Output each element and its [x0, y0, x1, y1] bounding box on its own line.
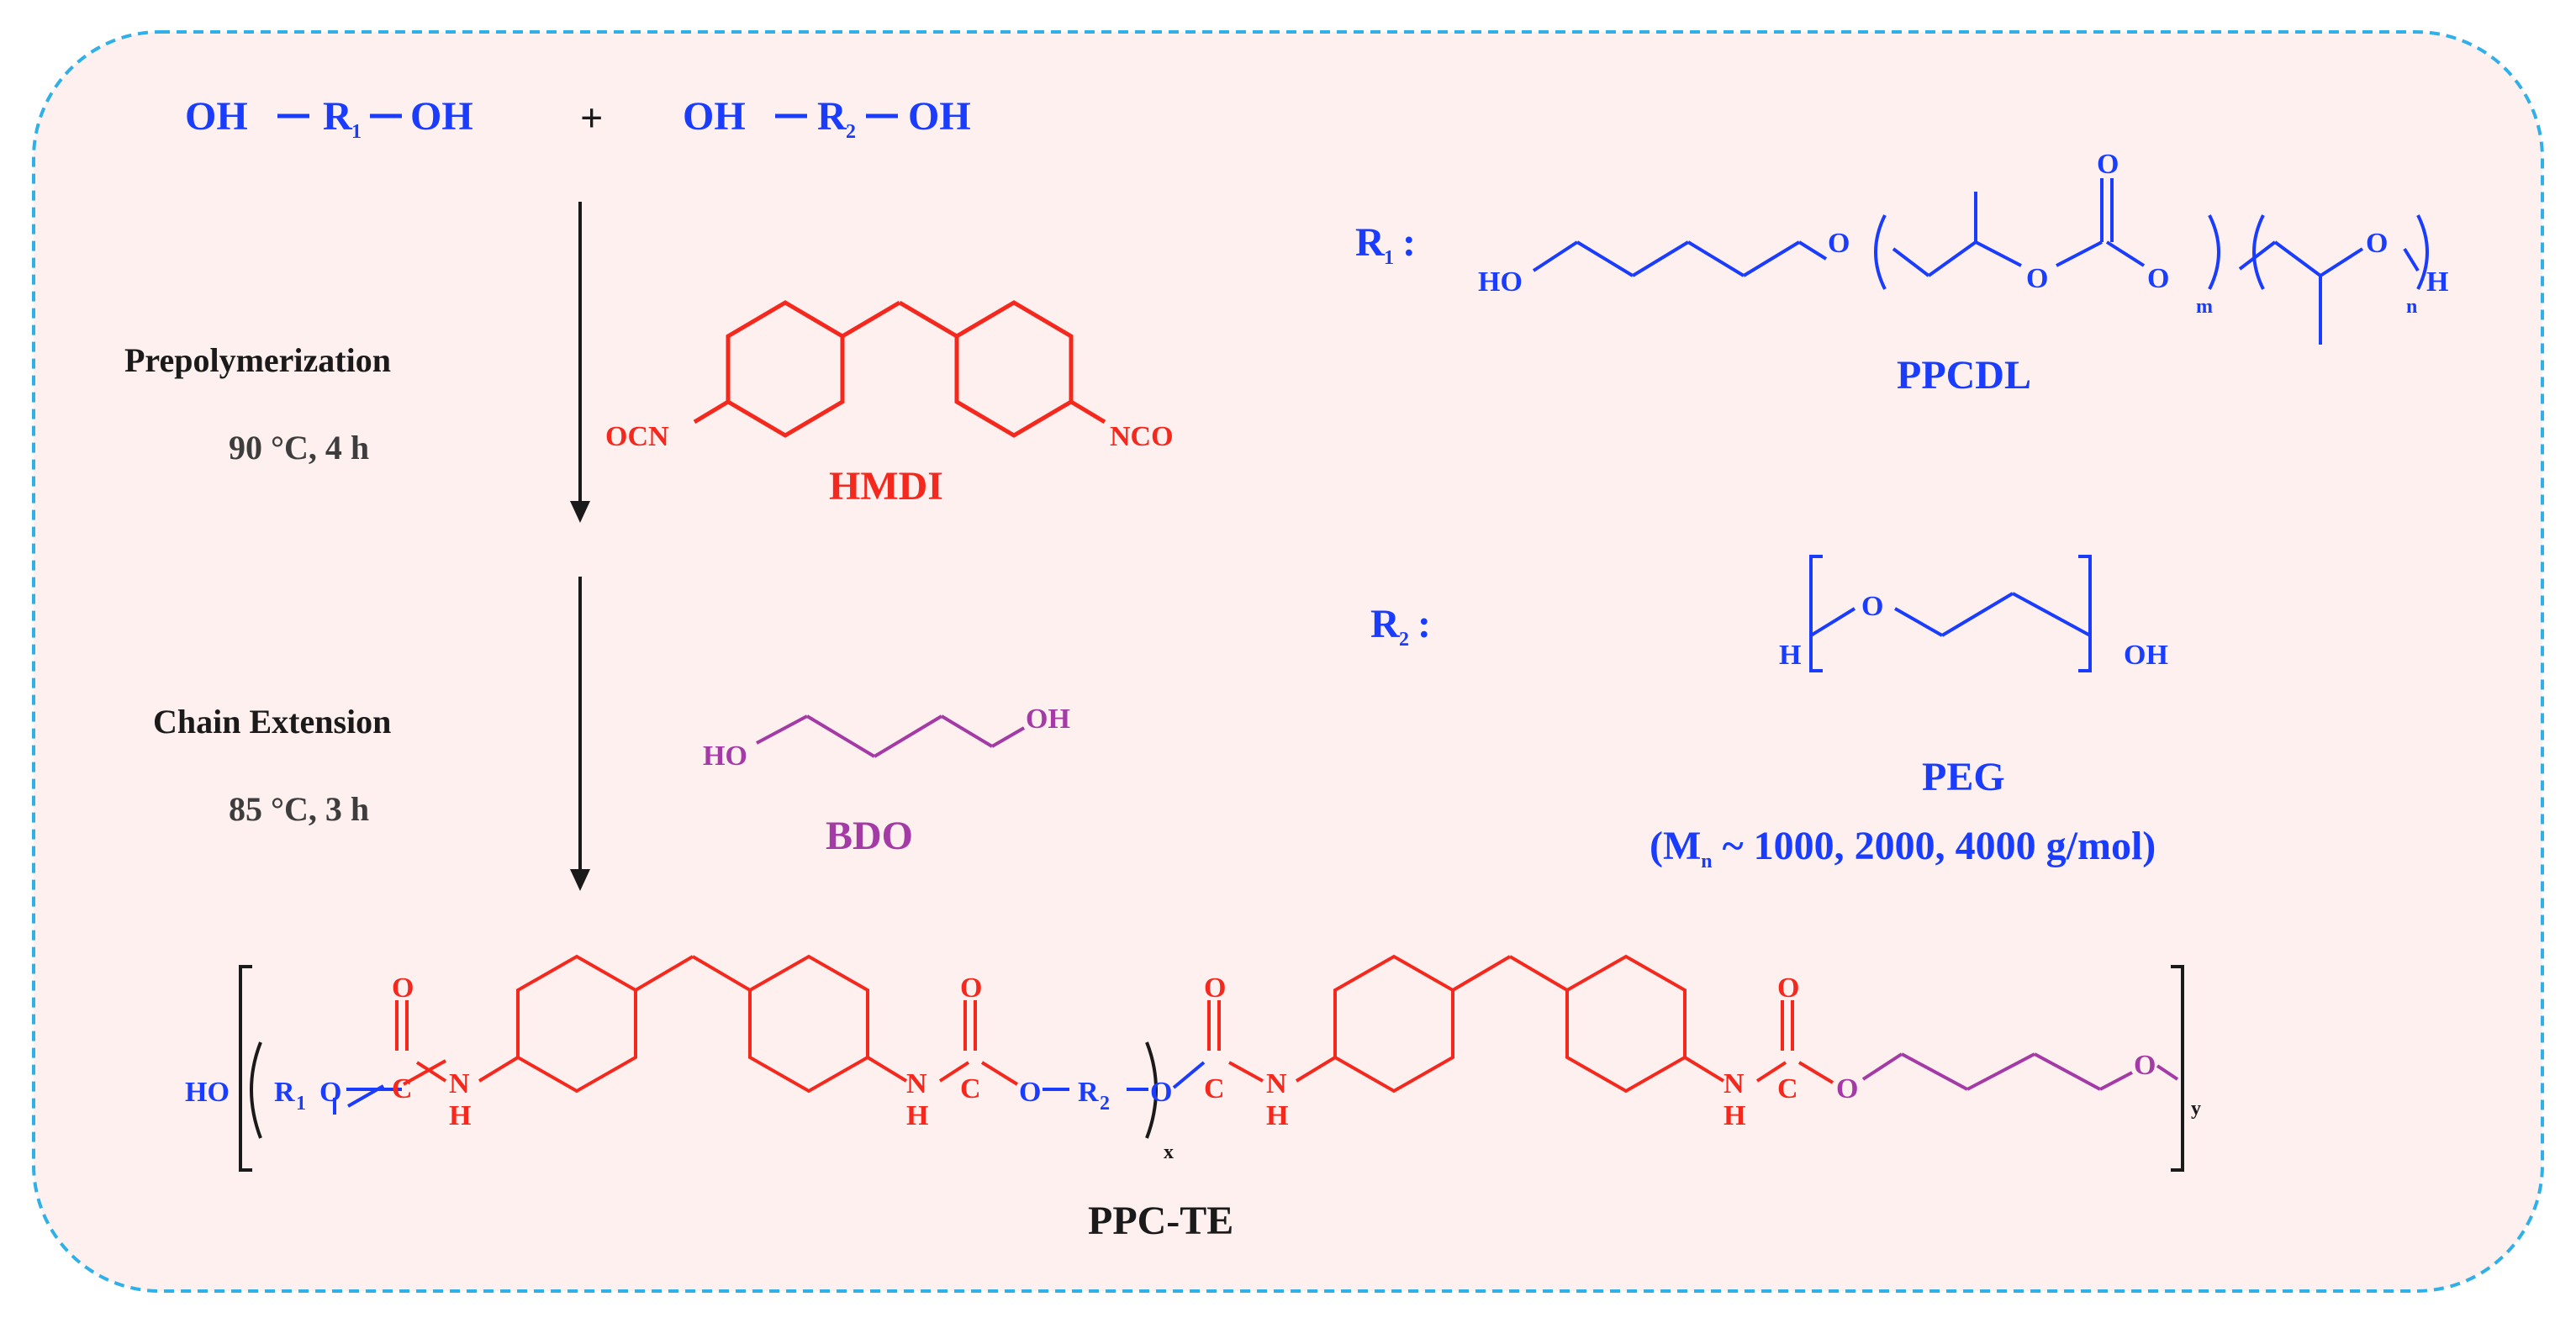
- ppcte-o-carbonyl-3: O: [1204, 972, 1226, 1004]
- ppcdl-n: n: [2406, 296, 2417, 318]
- r1-label-index: 1: [1384, 247, 1394, 269]
- reactant-diol-2: OH R 2 OH: [683, 94, 971, 143]
- ppcdl-o-ether: O: [1828, 228, 1850, 259]
- ppcte-o-1: O: [319, 1077, 341, 1108]
- reactant1-r-index: 1: [351, 121, 362, 143]
- plus-sign: +: [580, 96, 603, 140]
- ppcte-r1: R: [274, 1077, 295, 1108]
- r1-colon: :: [1402, 220, 1416, 265]
- ppcdl-o-carbonate-2: O: [2147, 263, 2169, 294]
- ppcte-o-bdo-1: O: [1836, 1073, 1858, 1104]
- bdo-oh: OH: [1026, 704, 1070, 735]
- ppcte-c-4: C: [1777, 1073, 1798, 1104]
- ppc-te-name: PPC-TE: [1088, 1199, 1233, 1243]
- ppcte-x: x: [1164, 1141, 1174, 1163]
- ppcte-y: y: [2191, 1098, 2201, 1120]
- ppcte-r1-index: 1: [296, 1093, 306, 1115]
- step-chain-extension-label: Chain Extension: [153, 703, 391, 741]
- ppcdl-o-end: O: [2366, 228, 2388, 259]
- reactant1-r: R: [323, 94, 353, 139]
- ppcdl-o-carbonyl: O: [2097, 149, 2119, 180]
- ppcte-o-2: O: [1019, 1077, 1041, 1108]
- hmdi-nco: NCO: [1110, 421, 1174, 452]
- hmdi-name: HMDI: [829, 464, 943, 509]
- ppcte-n-2: N: [906, 1068, 927, 1099]
- ppcte-c-2: C: [960, 1073, 981, 1104]
- ppcte-c-3: C: [1204, 1073, 1225, 1104]
- peg-molar-mass: (Mn ~ 1000, 2000, 4000 g/mol): [1650, 824, 2156, 872]
- ppcte-o-carbonyl-4: O: [1777, 972, 1799, 1004]
- r1-label: R: [1355, 220, 1386, 265]
- ppcte-o-carbonyl-2: O: [960, 972, 982, 1004]
- peg-structure: [1809, 555, 2092, 672]
- ppcte-h-3: H: [1266, 1100, 1288, 1131]
- ppcdl-structure: [1532, 178, 2429, 345]
- ppcte-n-1: N: [449, 1068, 470, 1099]
- r2-colon: :: [1417, 602, 1431, 646]
- ppcte-n-3: N: [1266, 1068, 1287, 1099]
- ppcdl-ho: HO: [1478, 266, 1523, 298]
- bdo-name: BDO: [826, 814, 913, 858]
- ppcdl-name: PPCDL: [1897, 353, 2031, 398]
- arrow-chain-extension: [570, 577, 590, 891]
- ppcte-o-bdo-2: O: [2134, 1050, 2156, 1081]
- ppcte-o-carbonyl-1: O: [392, 972, 414, 1004]
- reactant2-r: R: [817, 94, 847, 139]
- ppcte-c-1: C: [392, 1073, 413, 1104]
- ppc-te-atoms: HO R 1 O C O N H N H C O O R 2 O x O C N…: [185, 972, 2201, 1163]
- reactant2-r-index: 2: [846, 121, 856, 143]
- hmdi-ocn: OCN: [605, 421, 669, 452]
- ppcte-ho: HO: [185, 1077, 230, 1108]
- step-prepolymerization-condition: 90 °C, 4 h: [229, 429, 369, 466]
- step-prepolymerization-label: Prepolymerization: [124, 341, 391, 379]
- peg-h: H: [1779, 640, 1801, 671]
- reactant2-oh-right: OH: [908, 94, 971, 139]
- r2-label-index: 2: [1399, 629, 1409, 651]
- ppcte-h-1: H: [449, 1100, 471, 1131]
- ppcte-r2: R: [1078, 1077, 1099, 1108]
- bdo-structure: HO OH: [703, 704, 1070, 772]
- reactant2-oh-left: OH: [683, 94, 746, 139]
- ppcte-n-4: N: [1723, 1068, 1745, 1099]
- hmdi-structure: OCN NCO: [605, 300, 1174, 452]
- bdo-ho: HO: [703, 741, 747, 772]
- ppcte-h-2: H: [906, 1100, 928, 1131]
- reactant-diol-1: OH R 1 OH: [185, 94, 473, 143]
- ppcte-o-3: O: [1150, 1077, 1172, 1108]
- ppcte-h-4: H: [1723, 1100, 1745, 1131]
- ppcdl-m: m: [2196, 296, 2213, 318]
- r2-label: R: [1370, 602, 1401, 646]
- reactant1-oh-left: OH: [185, 94, 248, 139]
- step-chain-extension-condition: 85 °C, 3 h: [229, 790, 369, 828]
- ppcte-r2-index: 2: [1100, 1093, 1110, 1115]
- peg-name: PEG: [1922, 755, 2005, 799]
- reactant1-oh-right: OH: [410, 94, 473, 139]
- ppcdl-o-carbonate-1: O: [2026, 263, 2048, 294]
- peg-oh: OH: [2124, 640, 2168, 671]
- ppcdl-h: H: [2426, 266, 2448, 298]
- peg-o: O: [1861, 591, 1883, 622]
- ppc-te-structure: [239, 954, 2184, 1172]
- arrow-prepolymerization: [570, 202, 590, 523]
